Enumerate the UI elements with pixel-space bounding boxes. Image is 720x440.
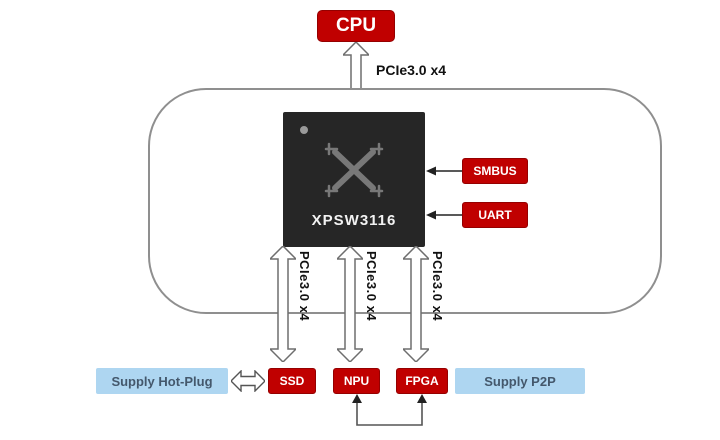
ssd-box: SSD — [268, 368, 316, 394]
npu-label: NPU — [343, 374, 370, 388]
uart-label: UART — [478, 208, 512, 222]
smbus-arrow-icon — [426, 166, 462, 176]
cpu-double-arrow-icon — [343, 42, 369, 109]
fpga-box: FPGA — [396, 368, 448, 394]
chip-part-number: XPSW3116 — [311, 212, 397, 229]
smbus-box: SMBUS — [462, 158, 528, 184]
npu-fpga-connector-icon — [352, 394, 427, 426]
supply-hotplug-label: Supply Hot-Plug — [111, 373, 213, 389]
cpu-box: CPU — [317, 10, 395, 42]
smbus-label: SMBUS — [473, 164, 517, 178]
hotplug-double-arrow-icon — [231, 370, 265, 392]
npu-box: NPU — [333, 368, 380, 394]
chip-logo-icon — [324, 142, 384, 198]
pcie-down-label-1: PCIe3.0 x4 — [297, 251, 312, 322]
ssd-label: SSD — [279, 374, 305, 388]
pcie-top-label: PCIe3.0 x4 — [376, 62, 447, 78]
chip-body — [283, 112, 425, 247]
ssd-double-arrow-icon — [270, 246, 296, 362]
uart-box: UART — [462, 202, 528, 228]
pin1-dot-icon — [300, 126, 308, 134]
pcie-down-label-2: PCIe3.0 x4 — [364, 251, 379, 322]
fpga-double-arrow-icon — [403, 246, 429, 362]
uart-arrow-icon — [426, 210, 462, 220]
npu-double-arrow-icon — [337, 246, 363, 362]
supply-p2p-label: Supply P2P — [484, 373, 556, 389]
supply-hotplug-box: Supply Hot-Plug — [96, 368, 228, 394]
cpu-label: CPU — [335, 15, 377, 36]
fpga-label: FPGA — [405, 374, 439, 388]
pcie-down-label-3: PCIe3.0 x4 — [430, 251, 445, 322]
supply-p2p-box: Supply P2P — [455, 368, 585, 394]
